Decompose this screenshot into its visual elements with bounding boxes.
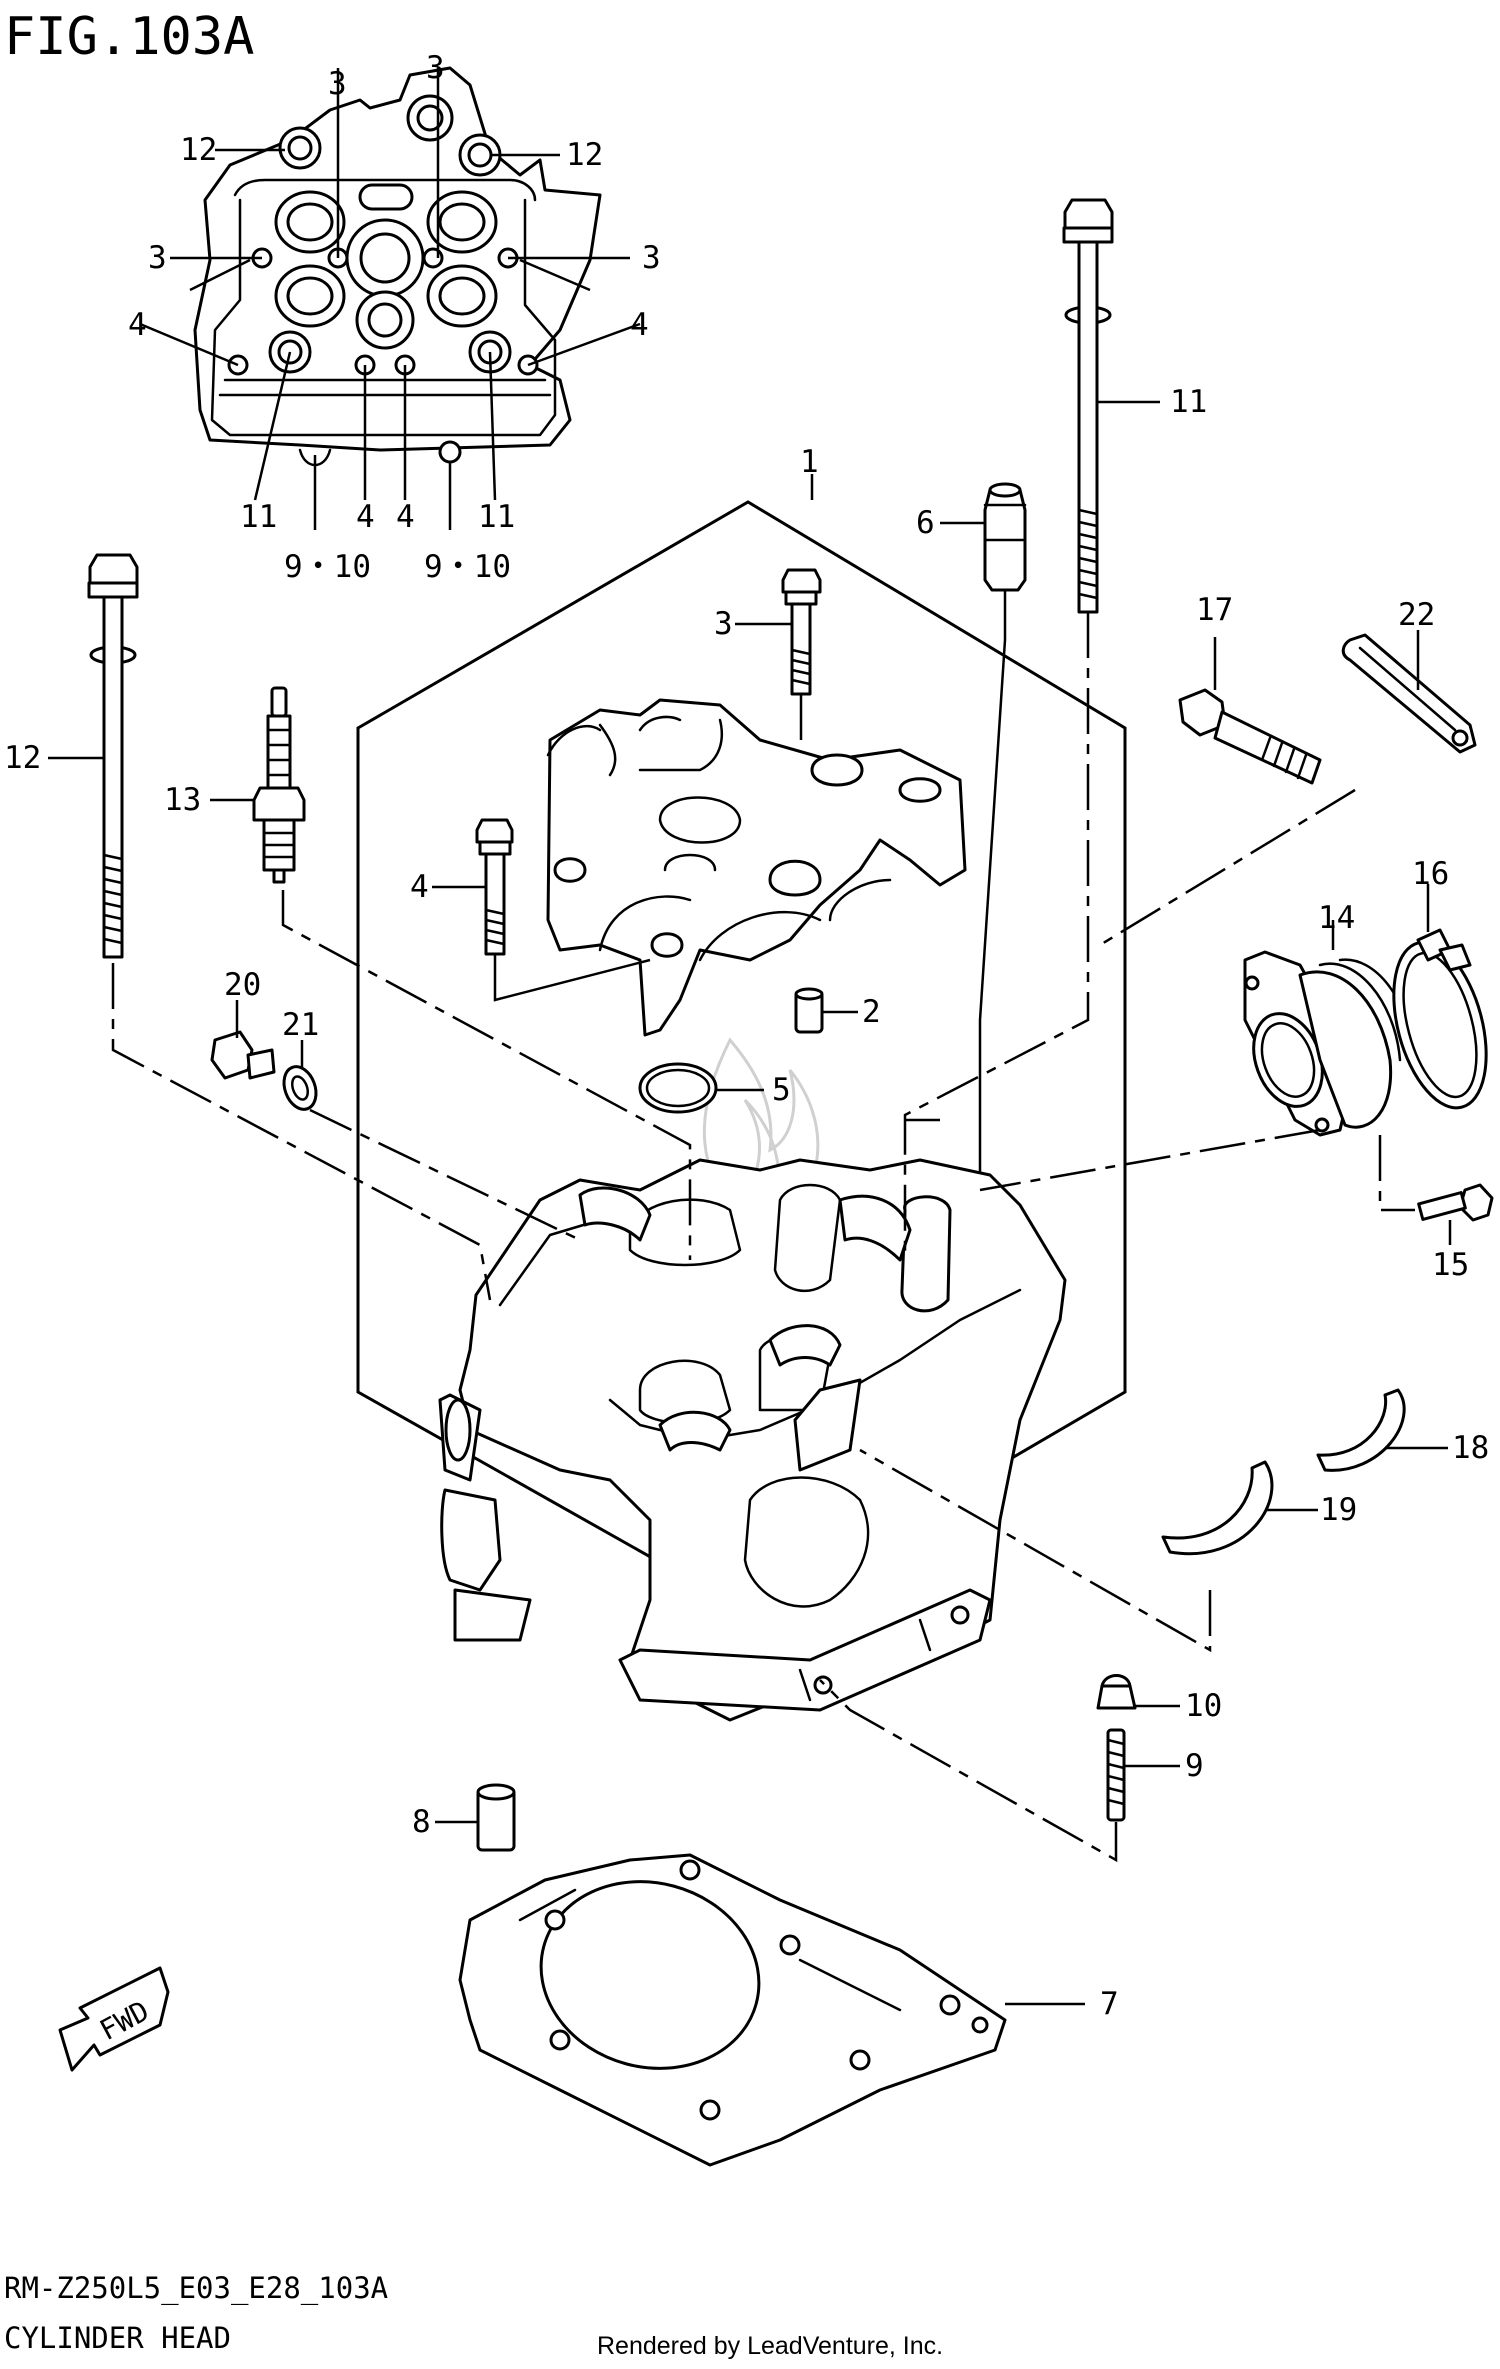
assembly-frame [356,500,1127,1614]
callout-11: 11 [1170,384,1207,420]
clamp-16 [1392,928,1488,1110]
callout-15: 15 [1432,1247,1469,1283]
cylinder-head-top-view [139,66,641,530]
spark-plug-13 [252,686,306,884]
bracket-22 [1341,633,1477,754]
render-credit: Rendered by LeadVenture, Inc. [597,2332,943,2360]
callout-top-3-right: 3 [642,240,661,276]
callout-12: 12 [4,740,41,776]
figure-name: CYLINDER HEAD [4,2321,231,2355]
part-6 [983,482,1027,592]
stud-9 [1106,1728,1126,1822]
o-ring-5 [638,1062,718,1114]
callout-9: 9 [1185,1748,1204,1784]
washer-21 [282,1065,318,1111]
callout-2: 2 [862,994,881,1030]
bolt-20 [210,1030,276,1080]
callout-top-9-10-right: 9・10 [424,549,511,585]
callout-18: 18 [1452,1430,1489,1466]
callout-top-3a: 3 [328,66,347,102]
dowel-pin-2 [794,987,824,1034]
callout-top-11-left: 11 [240,499,277,535]
callout-16: 16 [1412,856,1449,892]
callout-5: 5 [772,1072,791,1108]
callout-1: 1 [800,444,819,480]
callout-21: 21 [282,1007,319,1043]
callout-3: 3 [714,606,733,642]
bolt-17 [1178,688,1322,785]
callout-top-3-left: 3 [148,240,167,276]
callout-13: 13 [164,782,201,818]
camshaft-holder [546,698,967,1037]
intake-pipe-14 [1243,950,1417,1137]
pin-8 [476,1783,516,1852]
fwd-arrow: FWD [58,1966,170,2072]
callout-6: 6 [916,505,935,541]
callout-4: 4 [410,869,429,905]
figure-code: RM-Z250L5_E03_E28_103A [4,2271,388,2306]
nut-10 [1096,1674,1137,1710]
bolt-15 [1417,1183,1494,1222]
bolt-3 [781,568,822,696]
callout-top-9-10-left: 9・10 [284,549,371,585]
callout-17: 17 [1196,592,1233,628]
clip-19 [1161,1460,1274,1556]
callout-7: 7 [1100,1986,1119,2022]
cylinder-head-body [438,1158,1067,1722]
figure-title: FIG.103A [4,7,254,67]
callout-22: 22 [1398,597,1435,633]
callout-10: 10 [1185,1688,1222,1724]
callout-top-4-right: 4 [630,307,649,343]
callout-20: 20 [224,967,261,1003]
callout-top-4-left: 4 [128,307,147,343]
bolt-11 [1062,198,1114,614]
callout-top-12-right: 12 [566,137,603,173]
gasket-7 [458,1853,1007,2167]
callout-top-4-mid-b: 4 [396,499,415,535]
bolt-4 [475,818,514,956]
callout-14: 14 [1318,900,1355,936]
clip-18 [1316,1388,1406,1472]
callout-top-12-left: 12 [180,132,217,168]
callout-19: 19 [1320,1492,1357,1528]
callout-top-11-right: 11 [478,499,515,535]
callout-top-3b: 3 [426,50,445,86]
callout-8: 8 [412,1804,431,1840]
bolt-12 [87,553,139,959]
callout-top-4-mid-a: 4 [356,499,375,535]
